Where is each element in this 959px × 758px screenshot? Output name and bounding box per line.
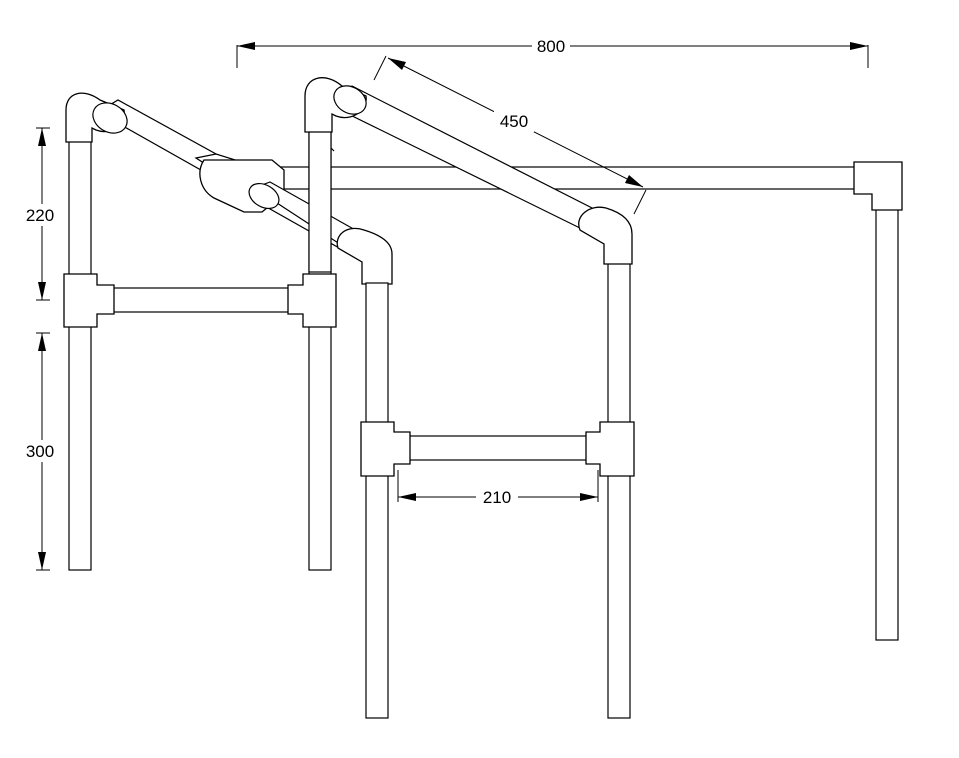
right-front-leg — [365, 282, 389, 719]
dimension-upper-height: 220 — [20, 127, 60, 301]
right-back-leg — [607, 261, 631, 719]
dimension-label-upper-height: 220 — [26, 206, 54, 225]
right-front-elbow — [578, 206, 633, 265]
dimension-label-rail-span: 210 — [483, 488, 511, 507]
right-tee-fitting-rear — [585, 421, 635, 477]
right-diagonal-rail — [335, 85, 597, 231]
left-top-elbow — [65, 92, 128, 143]
rear-corner-elbow — [853, 161, 903, 211]
dimension-label-diagonal-length: 450 — [500, 112, 528, 131]
right-crossbar — [407, 435, 589, 461]
right-top-elbow — [304, 77, 367, 133]
dimension-overall-width: 800 — [236, 36, 869, 68]
left-crossbar — [111, 287, 293, 313]
left-tee-fitting-rear — [287, 273, 337, 328]
dimension-lower-height: 300 — [20, 332, 60, 571]
dimension-label-lower-height: 300 — [26, 442, 54, 461]
right-tee-fitting-front — [360, 421, 411, 477]
left-rear-elbow — [336, 227, 393, 285]
right-upright-post — [308, 119, 332, 273]
long-top-rail — [277, 166, 859, 190]
left-front-leg — [68, 139, 92, 571]
dimension-label-overall-width: 800 — [537, 37, 565, 56]
dimension-rail-span: 210 — [397, 470, 599, 507]
left-tee-fitting-front — [63, 273, 115, 328]
right-rear-leg — [875, 207, 899, 641]
dimension-diagonal-length: 450 — [373, 55, 647, 215]
